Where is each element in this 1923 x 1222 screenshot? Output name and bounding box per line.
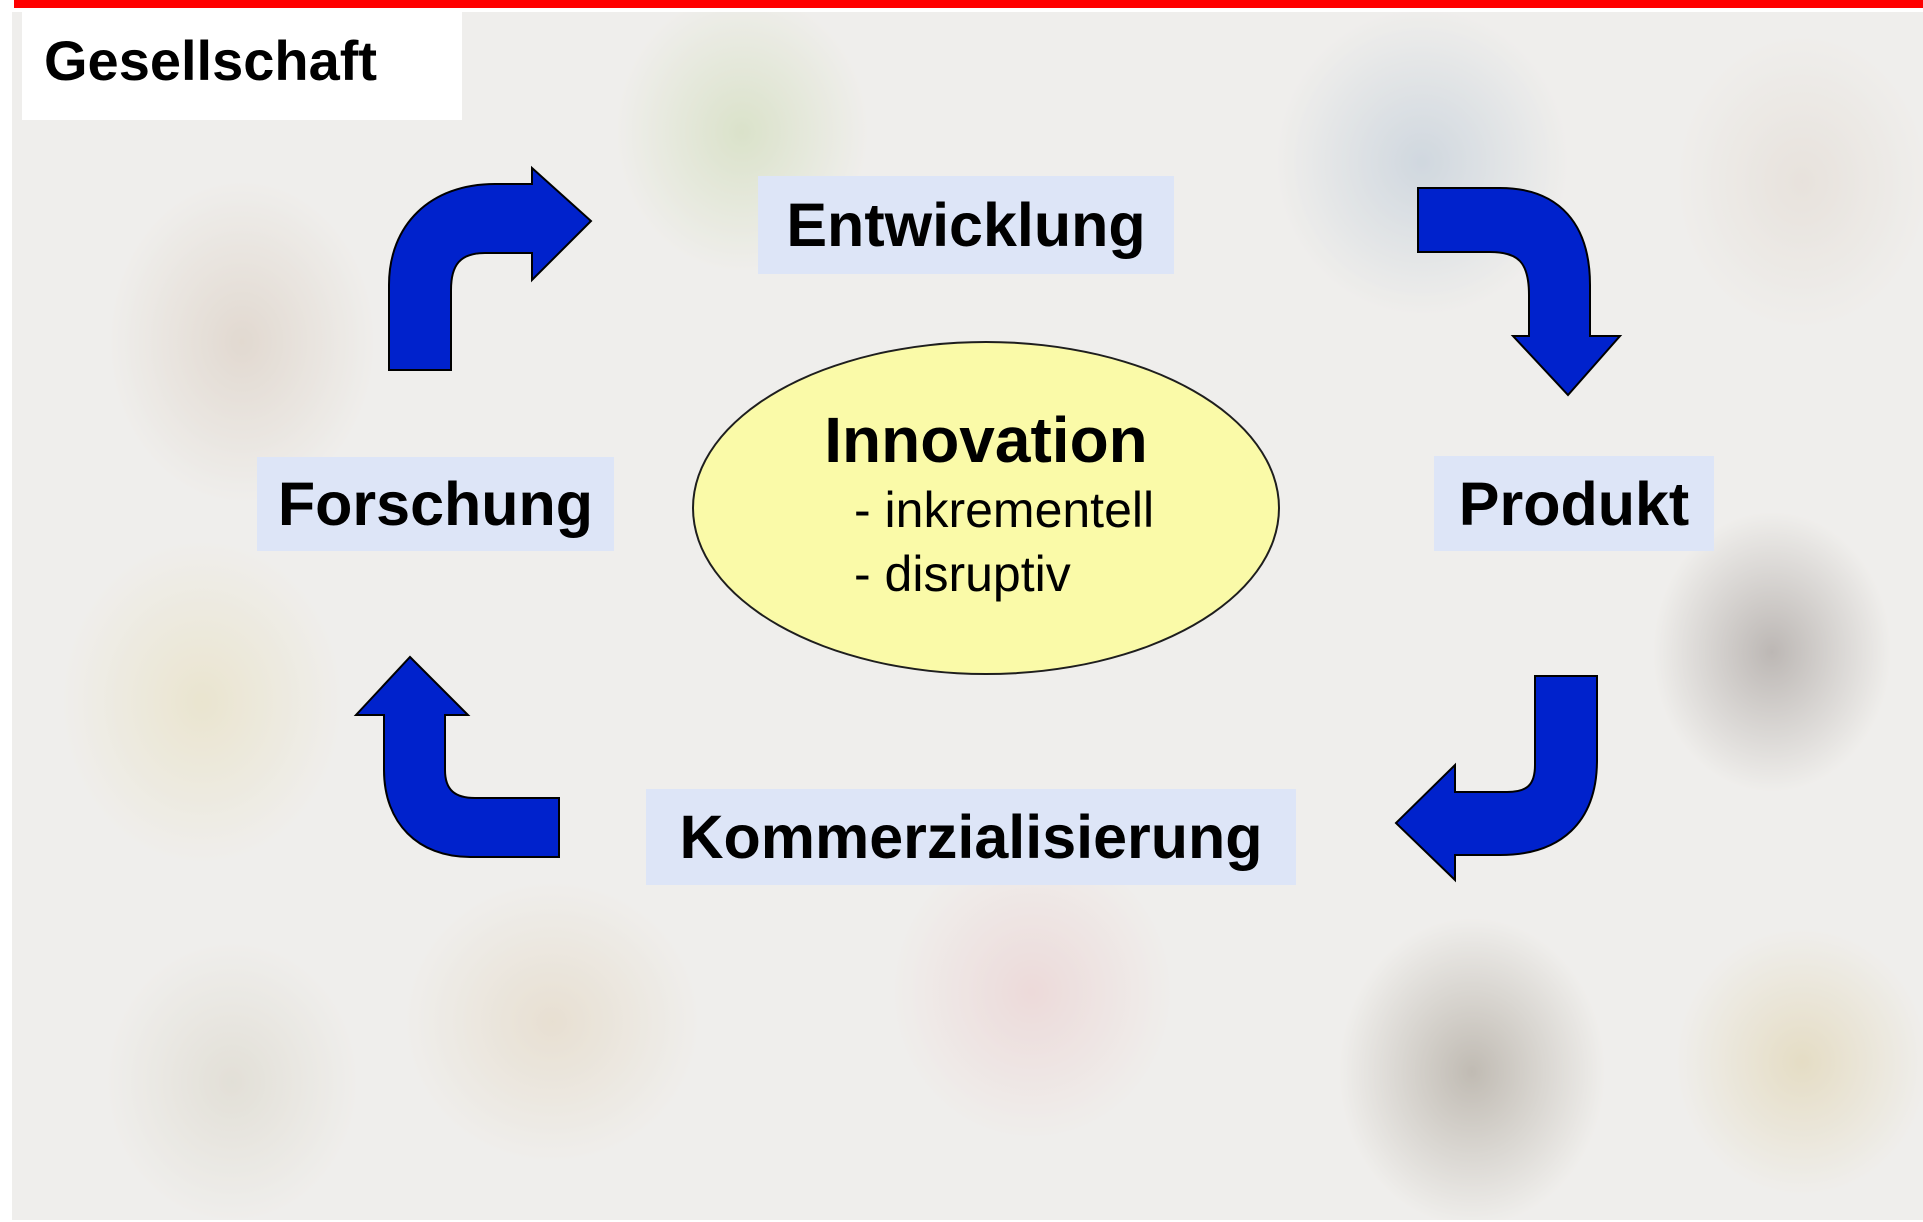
stage-label-entwicklung: Entwicklung	[758, 176, 1174, 274]
stage-label-produkt: Produkt	[1434, 456, 1714, 551]
innovation-type-disruptive: - disruptiv	[854, 546, 1071, 602]
innovation-type-incremental: - inkrementell	[854, 482, 1155, 538]
stage-label-kommerzialisierung: Kommerzialisierung	[646, 789, 1296, 885]
society-label: Gesellschaft	[22, 8, 462, 120]
arrow-forschung-to-entwicklung	[388, 165, 593, 371]
stage-label-forschung: Forschung	[257, 457, 614, 551]
top-accent-line	[14, 0, 1923, 8]
arrow-kommerzialisierung-to-forschung	[353, 655, 560, 858]
arrow-entwicklung-to-produkt	[1417, 187, 1623, 397]
arrow-produkt-to-kommerzialisierung	[1394, 675, 1598, 883]
innovation-title: Innovation	[824, 404, 1148, 476]
innovation-ellipse: Innovation - inkrementell - disruptiv	[692, 341, 1280, 675]
